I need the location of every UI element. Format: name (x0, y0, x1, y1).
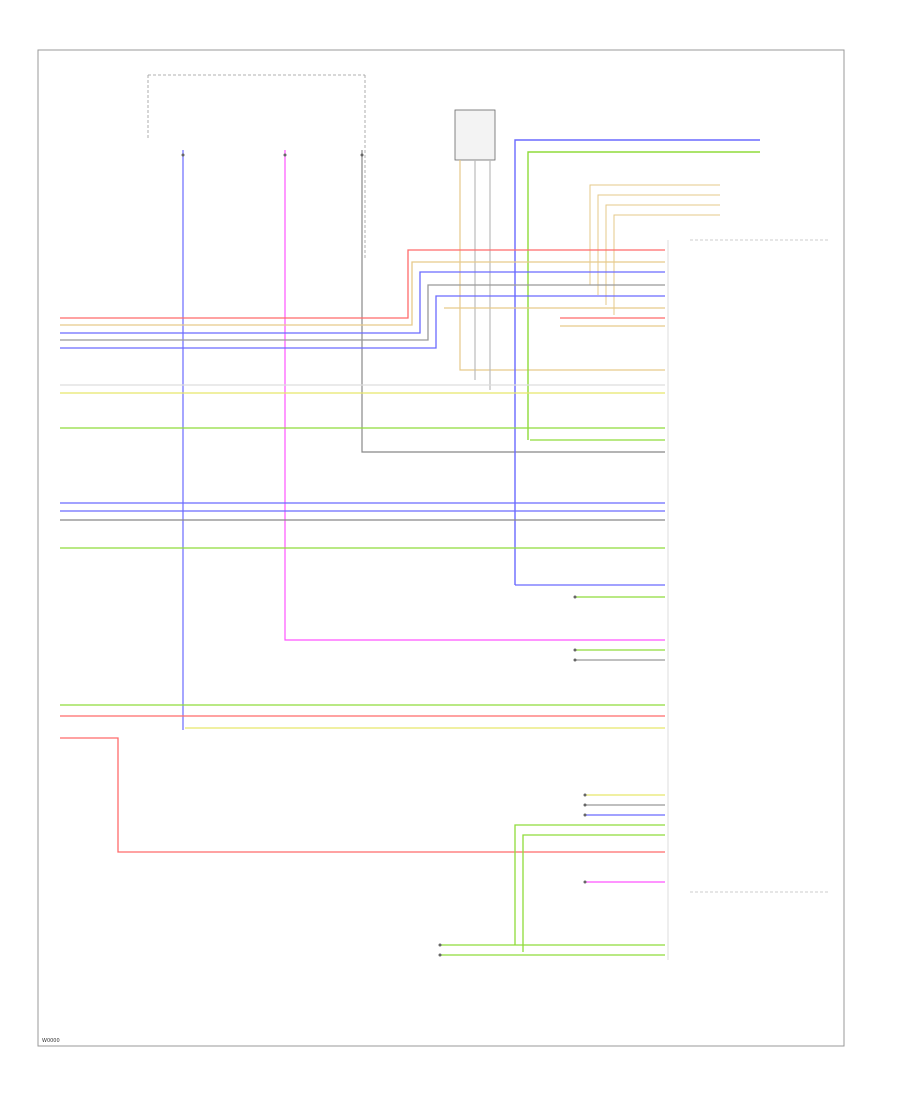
horizontal-harness (60, 249, 665, 883)
relay-box (454, 109, 496, 161)
top-right-bundle (514, 139, 760, 585)
diagram-border (37, 49, 845, 1047)
module-divider (690, 239, 830, 893)
vertical-feeds (182, 150, 665, 730)
top-power-bus (147, 74, 366, 260)
figure-id: W0000 (42, 1038, 60, 1044)
connector-markers (181, 153, 587, 957)
can-bundle (440, 824, 665, 956)
